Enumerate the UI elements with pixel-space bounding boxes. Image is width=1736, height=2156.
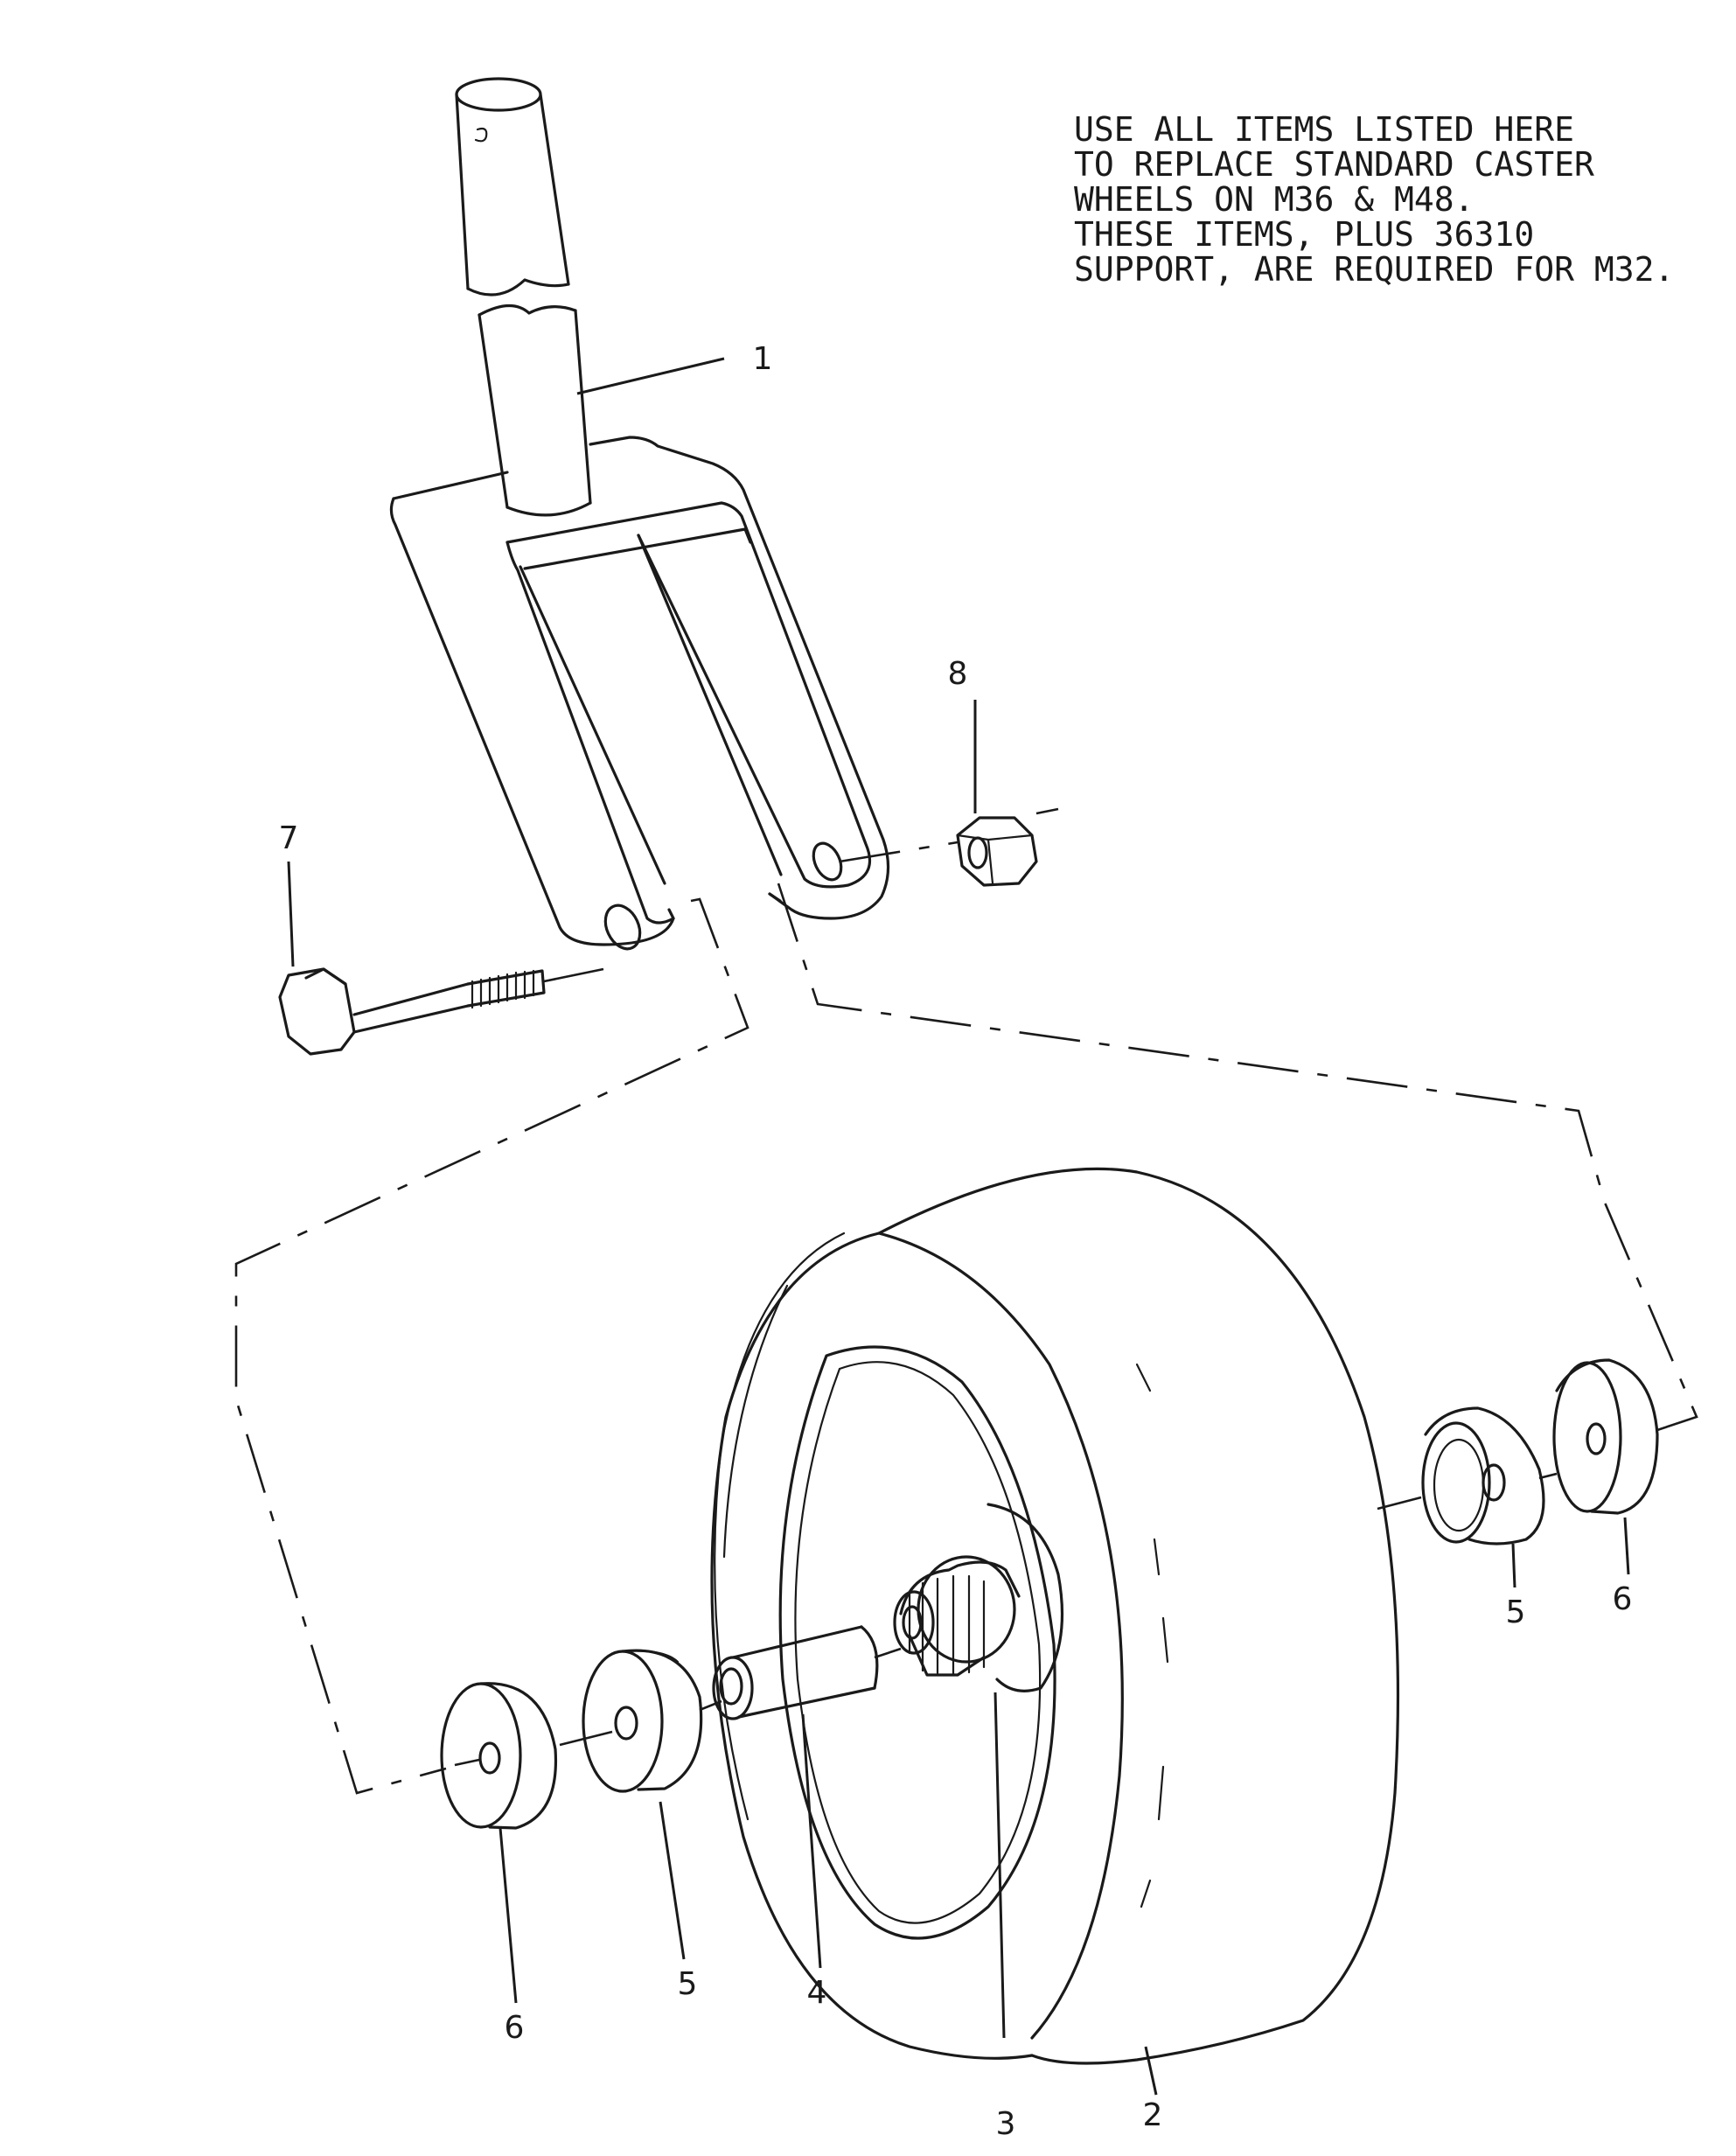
bolt-part (278, 967, 604, 1056)
note-line: WHEELS ON M36 & M48. (1074, 180, 1475, 219)
nut-part (839, 807, 1059, 887)
callout-7: 7 (279, 820, 299, 856)
callout-3: 3 (996, 2106, 1016, 2142)
hub-part (893, 1555, 1021, 1677)
wheel-part (710, 1167, 1400, 2065)
callout-5-left: 5 (678, 1966, 698, 2002)
callout-6-right: 6 (1613, 1581, 1633, 1617)
callout-8: 8 (948, 656, 968, 692)
washer-left-part (440, 1682, 558, 1830)
callout-6-left: 6 (505, 2010, 525, 2046)
spacer-right-part (1377, 1406, 1558, 1545)
note-line: SUPPORT, ARE REQUIRED FOR M32. (1074, 250, 1675, 289)
callout-numbers: 1 2 3 4 5 5 6 6 7 8 (279, 341, 1633, 2142)
axle-part (712, 1625, 902, 1720)
spindle-part (455, 77, 592, 517)
note-line: TO REPLACE STANDARD CASTER (1074, 145, 1594, 184)
instruction-note: USE ALL ITEMS LISTED HERE TO REPLACE STA… (1074, 112, 1721, 287)
note-line: THESE ITEMS, PLUS 36310 (1074, 215, 1535, 254)
callout-2: 2 (1143, 2097, 1163, 2133)
caster-fork-part (389, 436, 890, 951)
callout-5-right: 5 (1506, 1594, 1526, 1630)
spacer-left-part (559, 1649, 722, 1793)
leader-lines (287, 357, 1630, 2096)
assembly-lines (234, 883, 1698, 1795)
callout-4: 4 (807, 1975, 827, 2011)
washer-right-part (1552, 1358, 1659, 1515)
note-line: USE ALL ITEMS LISTED HERE (1074, 110, 1574, 149)
callout-1: 1 (753, 341, 773, 377)
